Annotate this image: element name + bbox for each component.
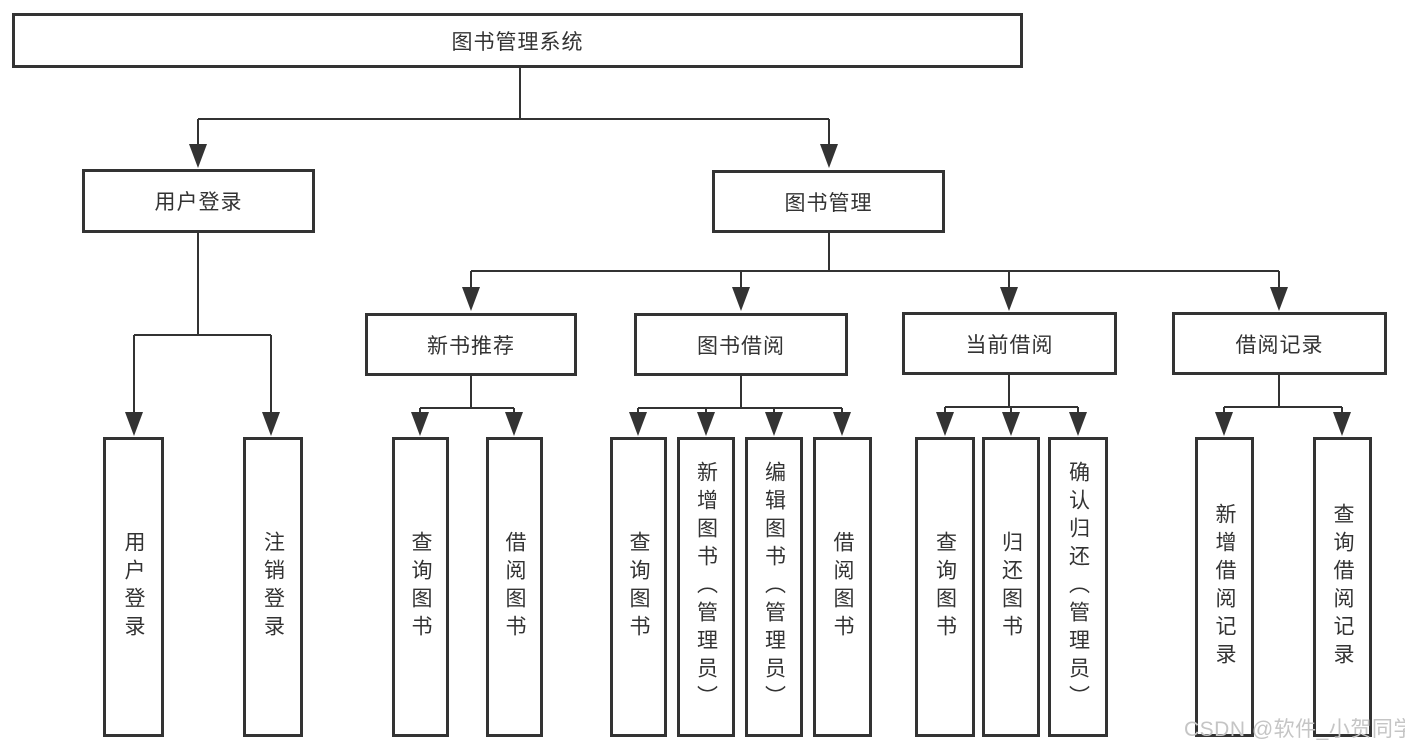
node-new-books: 新书推荐 (365, 313, 577, 376)
leaf-currentborrow-confirm-label: 确认归还（管理员） (1066, 461, 1090, 713)
node-book-mgmt-branch-label: 图书管理 (784, 191, 873, 215)
leaf-user-login: 用户登录 (103, 437, 164, 737)
leaf-records-add-label: 新增借阅记录 (1213, 503, 1236, 671)
leaf-currentborrow-query: 查询图书 (915, 437, 975, 737)
node-book-mgmt-branch: 图书管理 (712, 170, 945, 233)
leaf-newbooks-borrow-label: 借阅图书 (503, 531, 526, 643)
leaf-currentborrow-query-label: 查询图书 (933, 531, 957, 643)
leaf-newbooks-borrow: 借阅图书 (486, 437, 543, 737)
leaf-bookborrow-edit: 编辑图书（管理员） (745, 437, 803, 737)
leaf-bookborrow-query-label: 查询图书 (627, 531, 650, 643)
leaf-logout-label: 注销登录 (261, 531, 285, 643)
leaf-newbooks-query-label: 查询图书 (409, 531, 432, 643)
node-borrow-records: 借阅记录 (1172, 312, 1387, 375)
leaf-currentborrow-confirm: 确认归还（管理员） (1048, 437, 1108, 737)
node-book-borrow: 图书借阅 (634, 313, 848, 376)
node-current-borrow: 当前借阅 (902, 312, 1117, 375)
node-new-books-label: 新书推荐 (427, 334, 515, 358)
node-current-borrow-label: 当前借阅 (965, 333, 1054, 357)
csdn-watermark: CSDN @软件_小贺同学 (1184, 718, 1405, 741)
leaf-bookborrow-query: 查询图书 (610, 437, 667, 737)
node-user-login-branch-label: 用户登录 (154, 191, 243, 214)
leaf-logout: 注销登录 (243, 437, 303, 737)
node-root: 图书管理系统 (12, 13, 1023, 68)
leaf-currentborrow-return-label: 归还图书 (999, 531, 1023, 643)
leaf-currentborrow-return: 归还图书 (982, 437, 1040, 737)
leaf-bookborrow-borrow-label: 借阅图书 (831, 531, 854, 643)
node-root-label: 图书管理系统 (451, 30, 584, 54)
leaf-bookborrow-add: 新增图书（管理员） (677, 437, 735, 737)
node-book-borrow-label: 图书借阅 (697, 334, 785, 358)
leaf-bookborrow-borrow: 借阅图书 (813, 437, 872, 737)
leaf-records-query-label: 查询借阅记录 (1331, 503, 1354, 671)
leaf-records-add: 新增借阅记录 (1195, 437, 1254, 737)
node-user-login-branch: 用户登录 (82, 169, 315, 233)
leaf-bookborrow-add-label: 新增图书（管理员） (694, 461, 718, 713)
leaf-newbooks-query: 查询图书 (392, 437, 449, 737)
node-borrow-records-label: 借阅记录 (1235, 333, 1324, 357)
leaf-records-query: 查询借阅记录 (1313, 437, 1372, 737)
leaf-bookborrow-edit-label: 编辑图书（管理员） (762, 461, 786, 713)
leaf-user-login-label: 用户登录 (122, 531, 145, 643)
